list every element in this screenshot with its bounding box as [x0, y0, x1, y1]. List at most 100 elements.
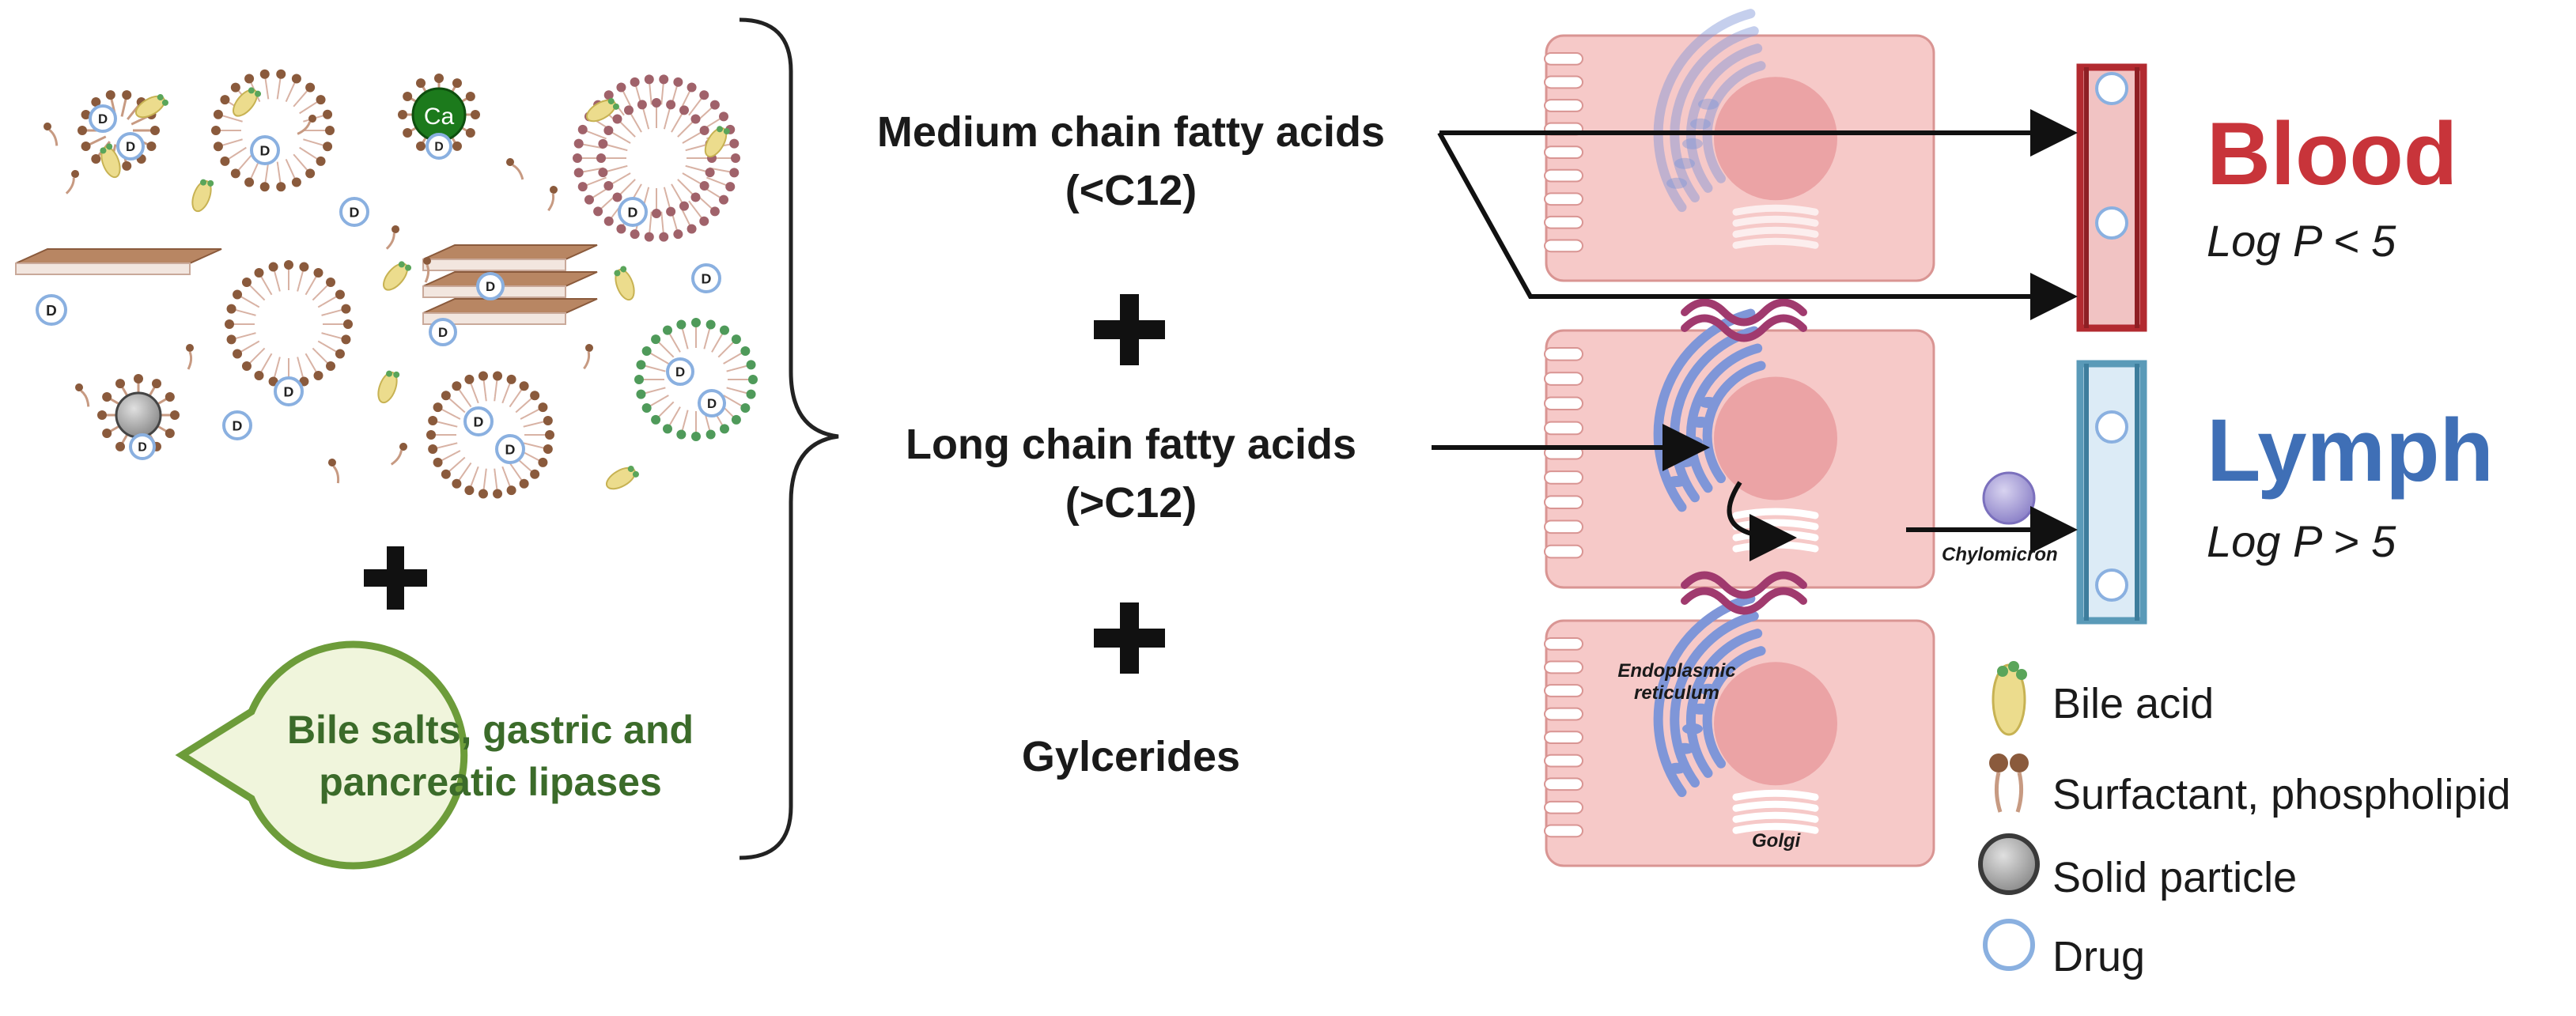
arrow-er-to-golgi: [1727, 481, 1797, 561]
drug-marker: D: [116, 132, 145, 161]
svg-text:D: D: [126, 139, 135, 154]
free-surfactant: [65, 170, 79, 195]
drug-marker: D: [129, 433, 156, 460]
svg-text:D: D: [702, 270, 712, 286]
drug-in-lymph-2: [2095, 568, 2128, 602]
lymph-title: Lymph: [2207, 401, 2494, 500]
drug-marker: D: [429, 318, 457, 346]
bile-acid: [134, 94, 168, 119]
svg-text:D: D: [707, 396, 717, 411]
long-chain-label: Long chain fatty acids (>C12): [815, 415, 1447, 532]
plus-sign-middle-1: [1094, 294, 1165, 365]
golgi-label: Golgi: [1752, 830, 1801, 852]
drug-marker: D: [495, 434, 525, 464]
curly-brace: [739, 17, 839, 860]
legend-bile-acid: Bile acid: [2052, 680, 2215, 727]
free-surfactant: [583, 344, 593, 370]
drug-in-lymph-1: [2095, 410, 2128, 444]
vesicle-lower: [426, 371, 554, 499]
long-chain-line2: (>C12): [1065, 479, 1197, 527]
medium-chain-line2: (<C12): [1065, 167, 1197, 214]
drug-marker: D: [463, 406, 494, 436]
free-surfactant: [423, 257, 431, 283]
svg-text:D: D: [474, 414, 484, 429]
svg-text:D: D: [438, 325, 448, 340]
legend-surfactant: Surfactant, phospholipid: [2052, 771, 2511, 818]
blood-title: Blood: [2207, 104, 2458, 203]
drug-in-blood-2: [2095, 206, 2128, 240]
microvilli: [1544, 52, 1583, 253]
free-surfactant: [547, 186, 558, 212]
enterocyte-top: [1544, 9, 1935, 282]
free-surfactant: [506, 158, 524, 180]
microvilli: [1544, 637, 1583, 838]
bile-acid: [605, 466, 639, 490]
drug-marker: D: [666, 357, 694, 386]
bile-acid: [377, 370, 400, 404]
bilayer-stack: [422, 244, 598, 325]
enzyme-label-line1: Bile salts, gastric and: [286, 708, 694, 752]
nucleus: [1714, 376, 1837, 500]
plus-sign-left: [364, 546, 427, 610]
tight-junction-bottom: [1681, 571, 1807, 615]
solid-particle-icon: [1978, 833, 2040, 895]
svg-text:D: D: [505, 441, 516, 457]
liposome-green: [634, 318, 758, 441]
enterocyte-middle: [1544, 308, 1935, 589]
blood-vessel: [2076, 63, 2147, 332]
bile-acid: [614, 266, 635, 301]
er-label: Endoplasmic reticulum: [1617, 660, 1736, 704]
drug-marker: D: [339, 197, 369, 227]
chylomicron-particle: [1982, 471, 2036, 525]
enzyme-label: Bile salts, gastric and pancreatic lipas…: [253, 704, 728, 808]
endoplasmic-reticulum: [1653, 9, 1766, 213]
blood-logp: Log P < 5: [2207, 216, 2396, 266]
bile-acid: [383, 261, 412, 291]
er-label-line1: Endoplasmic: [1617, 660, 1736, 682]
bile-acid: [191, 179, 214, 213]
bilayer-sheet-left: [15, 248, 222, 275]
arrows: [1432, 109, 2078, 561]
nucleus: [1714, 662, 1837, 786]
drug-marker: D: [222, 410, 252, 440]
vesicle-brown: [211, 69, 335, 192]
drug-marker: D: [274, 376, 304, 406]
drug-marker: D: [89, 104, 117, 133]
svg-text:D: D: [98, 111, 108, 127]
er-label-line2: reticulum: [1633, 682, 1720, 704]
svg-text:D: D: [284, 383, 294, 399]
golgi-apparatus: [1732, 789, 1819, 834]
free-surfactant: [75, 383, 90, 407]
free-surfactant: [385, 225, 399, 250]
calcium-micelle: Ca: [398, 74, 480, 156]
arrow-mcfa-to-blood-bottom: [1437, 131, 2078, 320]
free-surfactant: [390, 443, 407, 466]
svg-text:D: D: [260, 142, 270, 158]
svg-text:D: D: [675, 364, 685, 380]
bile-acid: [233, 87, 262, 117]
free-surfactant: [44, 123, 59, 146]
svg-text:D: D: [350, 204, 360, 220]
svg-text:D: D: [233, 417, 243, 433]
lymph-vessel: [2076, 360, 2147, 625]
vesicle-center: [225, 260, 353, 388]
drug-marker: D: [36, 294, 67, 326]
plus-sign-middle-2: [1094, 602, 1165, 674]
svg-text:D: D: [138, 441, 146, 455]
drug-icon: [1983, 919, 2035, 971]
free-surfactant: [297, 115, 316, 135]
legend-drug: Drug: [2052, 933, 2146, 980]
svg-text:D: D: [486, 279, 495, 294]
bile-acid-icon: [1992, 661, 2027, 736]
liposome-large-inner: [596, 98, 717, 218]
lipase-enzyme-icon: [175, 640, 468, 870]
drug-marker: D: [698, 389, 726, 417]
long-chain-line1: Long chain fatty acids: [905, 421, 1357, 468]
enzyme-label-line2: pancreatic lipases: [319, 760, 662, 804]
svg-text:D: D: [628, 204, 638, 220]
drug-marker: D: [426, 133, 452, 160]
legend-solid-particle: Solid particle: [2052, 854, 2298, 901]
golgi-apparatus: [1732, 204, 1819, 249]
